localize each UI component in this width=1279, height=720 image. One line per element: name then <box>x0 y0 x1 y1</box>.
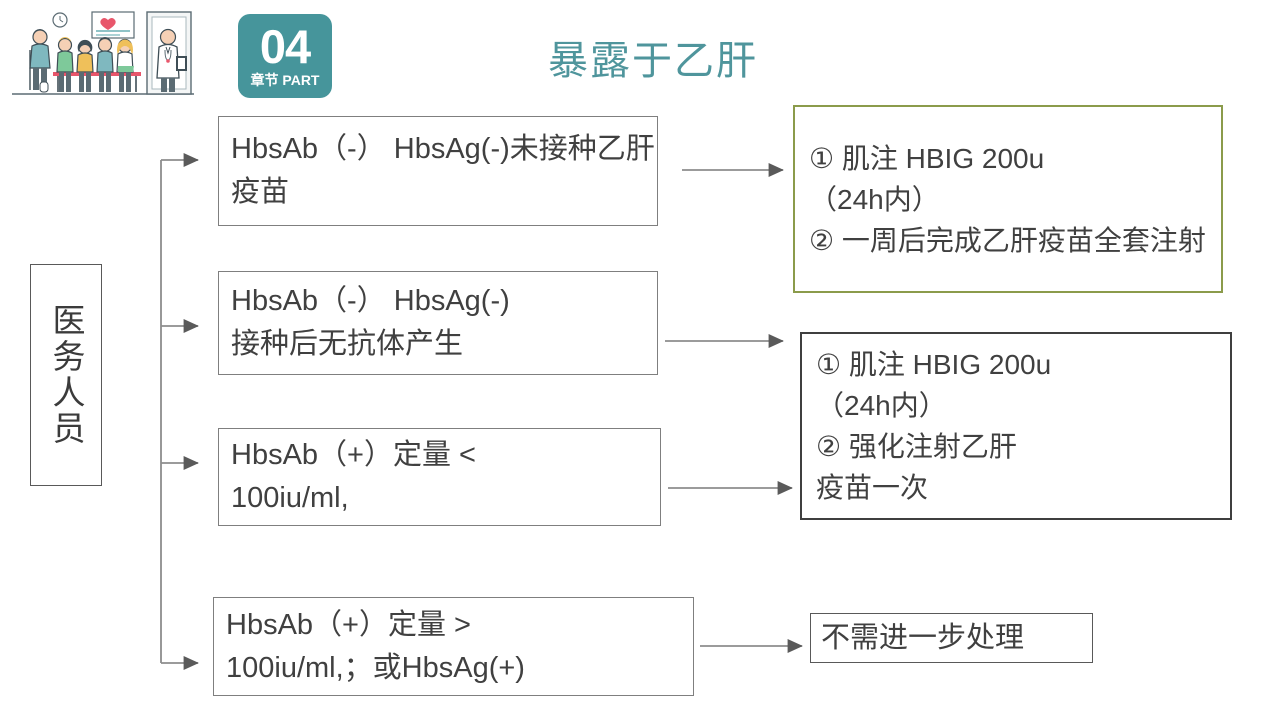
result-text-2: ① 肌注 HBIG 200u （24h内） ② 强化注射乙肝 疫苗一次 <box>816 349 1052 503</box>
condition-box-4: HbsAb（+）定量 > 100iu/ml,；或HbsAg(+) <box>213 597 694 696</box>
chapter-subtitle: 章节 PART <box>250 72 320 88</box>
source-label: 医务人员 <box>48 303 85 447</box>
result-box-3: 不需进一步处理 <box>810 613 1093 663</box>
condition-box-2: HbsAb（-） HbsAg(-) 接种后无抗体产生 <box>218 271 658 375</box>
result-box-1: ① 肌注 HBIG 200u （24h内） ② 一周后完成乙肝疫苗全套注射 <box>793 105 1223 293</box>
chapter-number: 04 <box>259 20 311 73</box>
chapter-badge: 04 章节 PART <box>238 14 332 98</box>
condition-text-3: HbsAb（+）定量 < 100iu/ml, <box>231 439 476 514</box>
condition-box-1: HbsAb（-） HbsAg(-)未接种乙肝疫苗 <box>218 116 658 226</box>
result-box-2: ① 肌注 HBIG 200u （24h内） ② 强化注射乙肝 疫苗一次 <box>800 332 1232 520</box>
clinic-waiting-room-illustration <box>10 8 196 95</box>
condition-text-4: HbsAb（+）定量 > 100iu/ml,；或HbsAg(+) <box>226 608 525 684</box>
condition-text-1: HbsAb（-） HbsAg(-)未接种乙肝疫苗 <box>231 133 655 208</box>
condition-text-2: HbsAb（-） HbsAg(-) 接种后无抗体产生 <box>231 285 510 360</box>
result-text-1: ① 肌注 HBIG 200u （24h内） ② 一周后完成乙肝疫苗全套注射 <box>809 142 1206 256</box>
result-text-3: 不需进一步处理 <box>821 622 1025 654</box>
condition-box-3: HbsAb（+）定量 < 100iu/ml, <box>218 428 661 526</box>
page-title: 暴露于乙肝 <box>548 39 758 83</box>
source-box: 医务人员 <box>30 264 102 486</box>
